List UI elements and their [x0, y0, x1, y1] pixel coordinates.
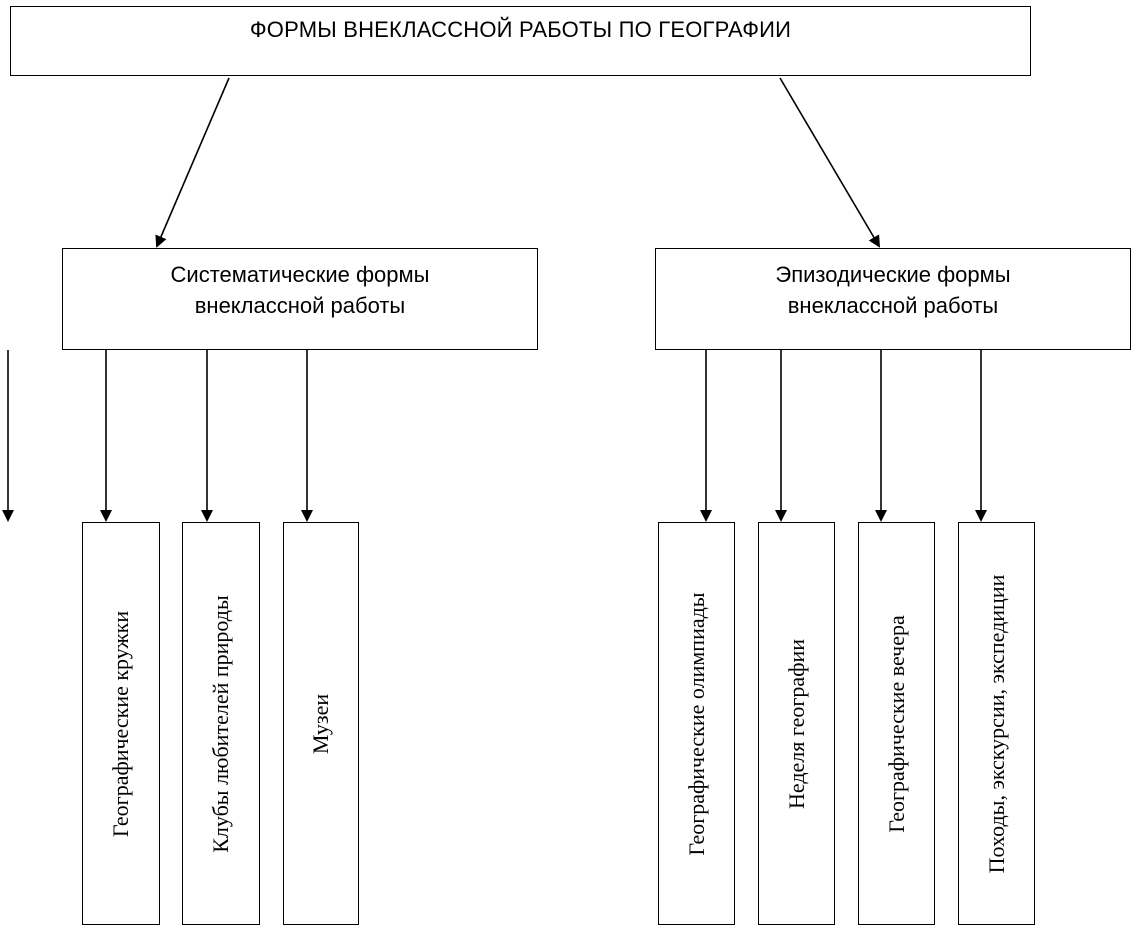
systematic-forms-box: Систематические формы внеклассной работы — [62, 248, 538, 350]
leaf-label: Клубы любителей природы — [208, 594, 233, 853]
leaf-label: Неделя географии — [783, 638, 809, 809]
leaf-nature-clubs: Клубы любителей природы — [182, 522, 260, 925]
leaf-label: Походы, экскурсии, экспедиции — [983, 574, 1009, 873]
episodic-forms-line2: внеклассной работы — [787, 293, 999, 318]
leaf-hikes: Походы, экскурсии, экспедиции — [958, 522, 1035, 925]
episodic-forms-line1: Эпизодические формы — [775, 262, 1011, 287]
systematic-forms-line2: внеклассной работы — [194, 293, 406, 318]
root-box: ФОРМЫ ВНЕКЛАССНОЙ РАБОТЫ ПО ГЕОГРАФИИ — [10, 6, 1031, 76]
leaf-label: Географические кружки — [108, 610, 133, 837]
arrow-root-to-episodic — [779, 77, 881, 248]
leaf-label: Географические вечера — [883, 614, 909, 833]
leaf-geo-olympiads: Географические олимпиады — [658, 522, 735, 925]
episodic-forms-box: Эпизодические формы внеклассной работы — [655, 248, 1131, 350]
leaf-geo-circles: Географические кружки — [82, 522, 160, 925]
root-title: ФОРМЫ ВНЕКЛАССНОЙ РАБОТЫ ПО ГЕОГРАФИИ — [249, 17, 792, 42]
leaf-geo-evenings: Географические вечера — [858, 522, 935, 925]
leaf-geo-week: Неделя географии — [758, 522, 835, 925]
systematic-forms-line1: Систематические формы — [170, 262, 430, 287]
leaf-label: Географические олимпиады — [683, 591, 709, 856]
leaf-museums: Музеи — [283, 522, 359, 925]
arrow-root-to-systematic — [155, 77, 230, 248]
leaf-label: Музеи — [308, 693, 333, 754]
